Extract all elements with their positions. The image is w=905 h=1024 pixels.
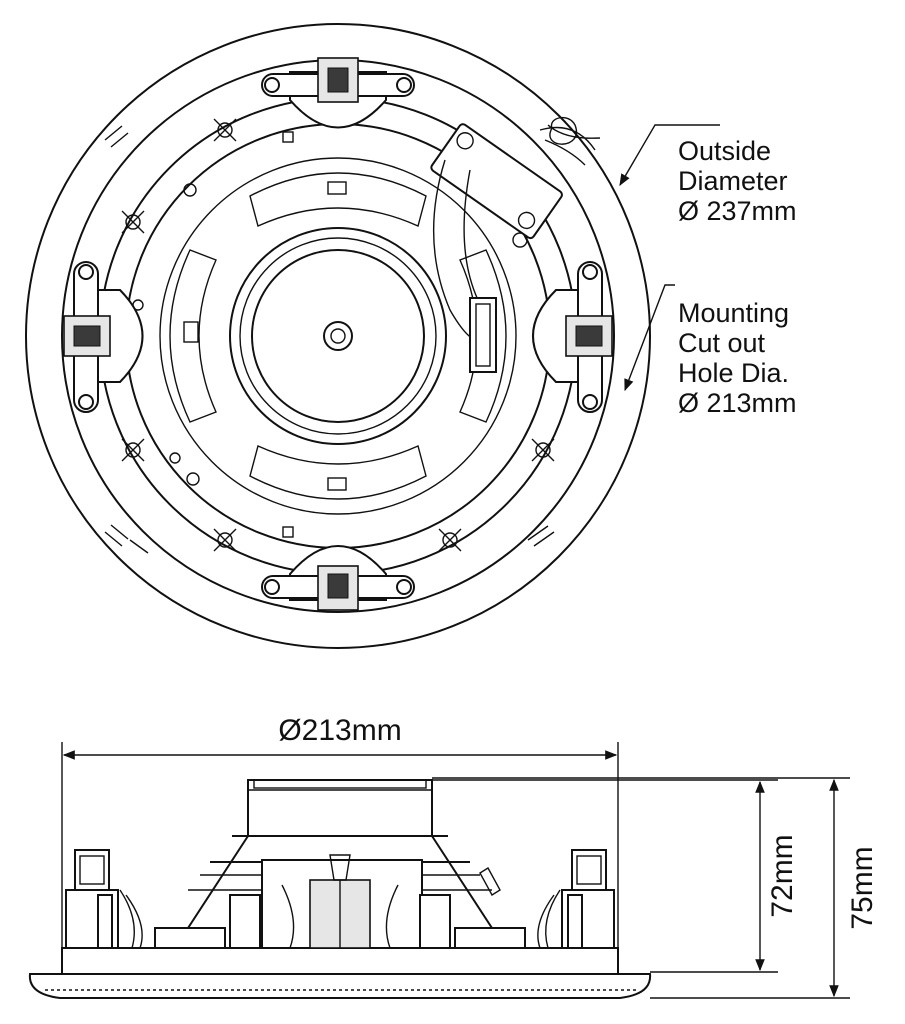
outside-line-2: Diameter <box>678 166 788 196</box>
rim-marks <box>104 125 555 554</box>
cutout-line-3: Hole Dia. <box>678 358 789 388</box>
outside-line-1: Outside <box>678 136 771 166</box>
outside-diameter-callout: Outside Diameter Ø 237mm <box>678 136 797 226</box>
outside-line-3: Ø 237mm <box>678 196 797 226</box>
side-clamp-right <box>537 849 615 949</box>
mounting-clamp-top <box>261 57 415 129</box>
center-cap-outer <box>323 321 353 351</box>
vent-slots <box>169 172 507 500</box>
mounting-clamp-bottom <box>261 545 415 611</box>
cutout-line-1: Mounting <box>678 298 789 328</box>
cutout-line-2: Cut out <box>678 328 766 358</box>
side-clamp-left <box>65 849 143 949</box>
basket-inner-ring <box>159 157 517 515</box>
star-screws <box>121 118 555 552</box>
cutout-ring <box>61 59 615 613</box>
crossover-block <box>430 116 601 373</box>
depth-total-label: 75mm <box>846 846 879 929</box>
bezel <box>28 973 652 999</box>
cutout-line-4: Ø 213mm <box>678 388 797 418</box>
side-view: Ø213mm <box>28 714 879 999</box>
width-dimension-label: Ø213mm <box>278 714 401 747</box>
basket-frame <box>174 835 506 949</box>
baffle-plate <box>61 947 619 975</box>
center-cap-inner <box>330 328 346 344</box>
mounting-clamp-left <box>63 261 144 413</box>
depth-inner-label: 72mm <box>766 834 799 917</box>
magnet-ring <box>251 249 425 423</box>
surround-ring <box>229 227 447 445</box>
cone-ring <box>239 237 437 435</box>
outer-rim <box>25 23 651 649</box>
top-view <box>25 23 651 649</box>
mounting-clamp-right <box>532 261 613 413</box>
cutout-diameter-callout: Mounting Cut out Hole Dia. Ø 213mm <box>678 298 797 418</box>
callout-leaders <box>619 124 720 392</box>
